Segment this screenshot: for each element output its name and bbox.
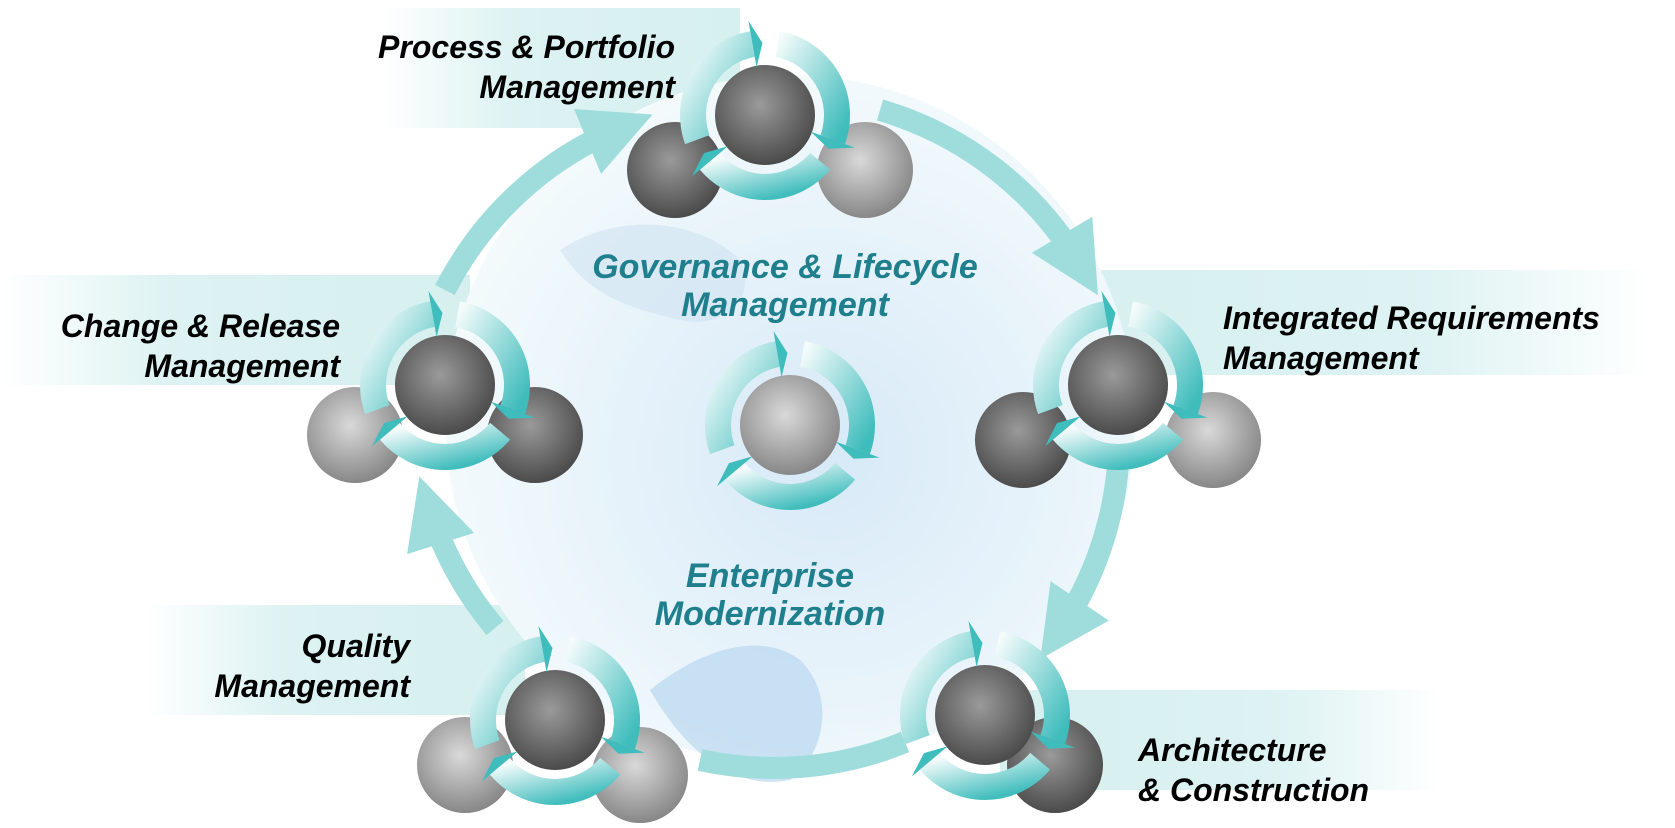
node-quality xyxy=(417,626,688,823)
globe-continent-north xyxy=(560,224,746,322)
label-quality: Quality Management xyxy=(214,626,410,706)
center-bottom-line2: Modernization xyxy=(654,595,886,633)
label-integrated-requirements: Integrated Requirements Management xyxy=(1223,298,1600,378)
node-architecture-construction xyxy=(900,621,1103,813)
cycle-arrows-icon xyxy=(470,626,645,805)
ring-arrow-4 xyxy=(407,476,504,636)
node-integrated-requirements xyxy=(975,291,1261,488)
label-architecture-construction: Architecture & Construction xyxy=(1138,730,1369,810)
node-process-portfolio xyxy=(627,21,913,218)
globe-continent xyxy=(650,645,823,782)
node-groups xyxy=(307,21,1261,823)
label-change-release-line2: Management xyxy=(144,348,340,384)
person-photo-main xyxy=(740,375,840,475)
label-process-portfolio-line2: Management xyxy=(479,69,675,105)
center-bottom-label: Enterprise Modernization xyxy=(580,557,960,633)
label-architecture-construction-line1: Architecture xyxy=(1138,732,1327,768)
label-change-release: Change & Release Management xyxy=(61,306,340,386)
label-architecture-construction-line2: & Construction xyxy=(1138,772,1370,808)
center-top-line2: Management xyxy=(681,286,889,324)
cycle-arrows-icon xyxy=(705,331,880,510)
label-change-release-line1: Change & Release xyxy=(60,308,340,344)
label-band-quality xyxy=(145,605,525,715)
ring-arrow-5 xyxy=(435,109,653,295)
person-photo xyxy=(975,392,1071,488)
label-integrated-requirements-line1: Integrated Requirements xyxy=(1223,300,1600,336)
person-photo-main xyxy=(1068,335,1168,435)
cycle-arrows-icon xyxy=(360,291,535,470)
label-quality-line2: Management xyxy=(214,668,410,704)
person-photo xyxy=(1007,717,1103,813)
label-process-portfolio: Process & Portfolio Management xyxy=(378,27,675,107)
center-top-label: Governance & Lifecycle Management xyxy=(560,248,1010,324)
center-bottom-line1: Enterprise xyxy=(685,557,855,595)
ring-arrow-3 xyxy=(697,731,910,779)
label-integrated-requirements-line2: Management xyxy=(1223,340,1419,376)
label-process-portfolio-line1: Process & Portfolio xyxy=(378,29,675,65)
outer-ring-arrows xyxy=(407,99,1129,779)
ring-arrow-1 xyxy=(876,99,1098,296)
person-photo-main xyxy=(715,65,815,165)
cycle-arrows-icon xyxy=(680,21,855,200)
ring-arrow-2 xyxy=(1040,464,1129,660)
cycle-arrows-icon xyxy=(1033,291,1208,470)
person-photo-main xyxy=(935,665,1035,765)
node-center xyxy=(705,331,880,510)
label-quality-line1: Quality xyxy=(301,628,410,664)
person-photo-main xyxy=(505,670,605,770)
person-photo-main xyxy=(395,335,495,435)
node-change-release xyxy=(307,291,583,483)
center-top-line1: Governance & Lifecycle xyxy=(592,248,978,286)
cycle-arrows-icon xyxy=(900,621,1075,800)
person-photo xyxy=(307,387,403,483)
person-photo xyxy=(627,122,723,218)
